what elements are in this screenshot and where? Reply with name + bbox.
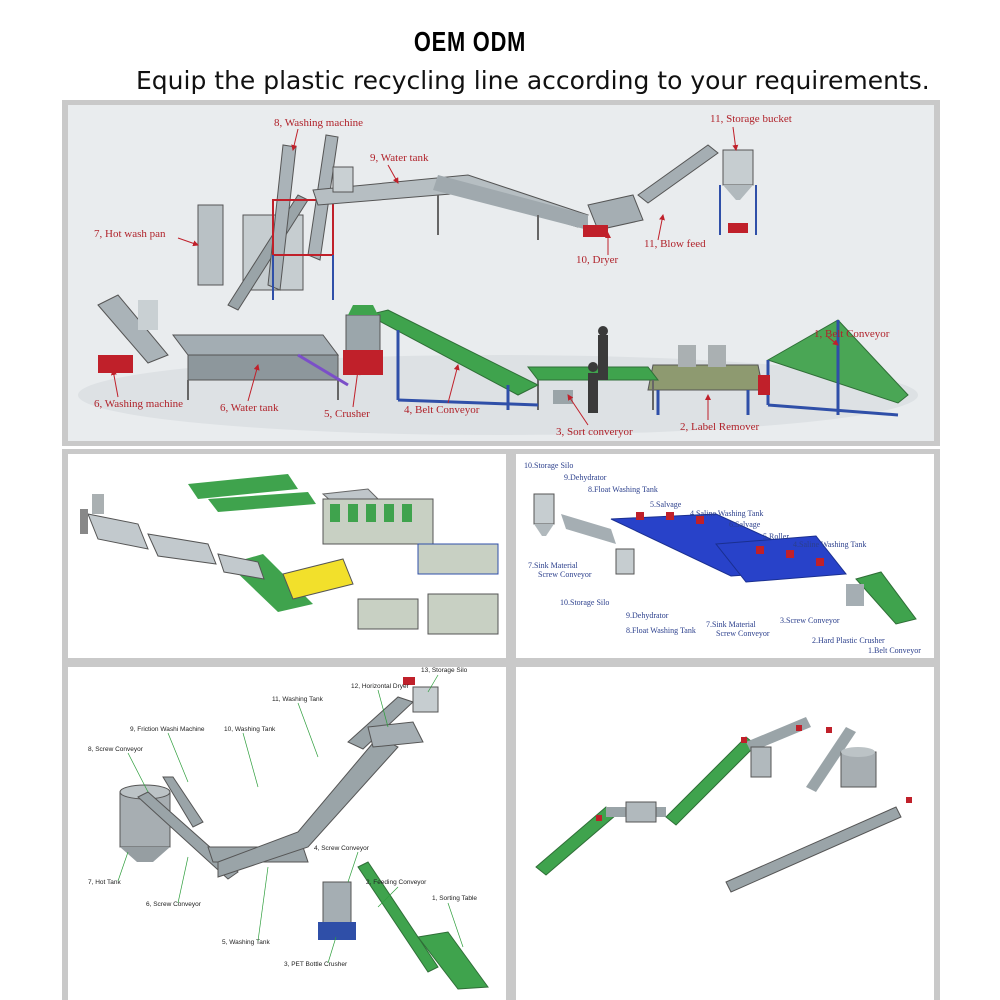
label-crusher: 5, Crusher (324, 408, 370, 420)
water-tank-9 (312, 166, 589, 240)
label-belt-conveyor-1: 1, Belt Conveyor (814, 328, 890, 340)
label-sorting-table: 1, Sorting Table (432, 895, 477, 902)
label-storage-silo-10a: 10.Storage Silo (524, 461, 573, 470)
belt-conveyor-4 (366, 309, 540, 410)
label-blow-feed: 11, Blow feed (644, 238, 706, 250)
label-washing-machine-6: 6, Washing machine (94, 398, 183, 410)
panel-saline-line: 10.Storage Silo 9.Dehydrator 8.Float Was… (516, 454, 934, 658)
pet-conveyors (137, 696, 489, 990)
render-tanks (625, 746, 877, 823)
label-dryer: 10, Dryer (576, 254, 618, 266)
label-belt-conveyor-b1: 1.Belt Conveyor (868, 646, 921, 655)
label-washing-tank-5: 5, Washing Tank (222, 939, 270, 946)
page-subtitle: Equip the plastic recycling line accordi… (136, 66, 930, 95)
label-float-tank-8b: 8.Float Washing Tank (626, 626, 696, 635)
label-screw-conveyor-8: 8, Screw Conveyor (88, 746, 144, 753)
overview-drum (282, 558, 354, 600)
label-sink-conveyor-7a: 7.Sink Material (528, 561, 579, 570)
saline-tanks (610, 512, 847, 583)
sort-conveyor (526, 326, 660, 413)
label-sort-conveyor: 3, Sort converyor (556, 426, 633, 438)
pet-pointer-lines (117, 674, 464, 964)
panel-pet-line: 12, Horizontal Dryer 13, Storage Silo 11… (68, 667, 506, 1000)
label-horizontal-dryer: 12, Horizontal Dryer (351, 683, 410, 690)
label-remover (647, 345, 770, 415)
overview-washers (80, 494, 265, 580)
label-float-tank-8a: 8.Float Washing Tank (588, 485, 658, 494)
dryer (583, 194, 644, 237)
label-sink-conveyor-7a-2: Screw Conveyor (538, 570, 592, 579)
label-label-remover: 2, Label Remover (680, 421, 759, 433)
label-feeding-conveyor: 2, Feeding Conveyor (366, 879, 427, 886)
label-friction-washer: 9, Friction Washi Machine (130, 726, 205, 733)
label-pet-crusher: 3, PET Bottle Crusher (284, 961, 348, 968)
label-water-tank-6: 6, Water tank (220, 402, 279, 414)
page-title: OEM ODM (413, 26, 527, 57)
panel-main-line: 1, Belt Conveyor 2, Label Remover 3, Sor… (68, 105, 934, 441)
label-belt-conveyor-4: 4, Belt Conveyor (404, 404, 480, 416)
label-storage-silo-10b: 10.Storage Silo (560, 598, 609, 607)
label-storage-silo-13: 13, Storage Silo (421, 667, 468, 674)
label-sink-conveyor-7b: 7.Sink Material (706, 620, 757, 629)
label-screw-conveyor-6: 6, Screw Conveyor (146, 901, 202, 908)
label-salvage-6: 6.Salvage (729, 520, 761, 529)
label-washing-tank-10: 10, Washing Tank (224, 726, 276, 733)
label-washing-tank-11: 11, Washing Tank (272, 696, 324, 703)
label-roller-5b: 5.Roller (763, 532, 789, 541)
label-screw-conveyor-4: 4, Screw Conveyor (314, 845, 370, 852)
washing-machine-6 (97, 294, 169, 373)
overview-tanks (322, 498, 499, 635)
label-saline-tank-4b: 4.Saline Washing Tank (793, 540, 866, 549)
label-sink-conveyor-7b-2: Screw Conveyor (716, 629, 770, 638)
crusher (343, 305, 383, 375)
label-washing-machine-8: 8, Washing machine (274, 117, 363, 129)
storage-bucket (637, 144, 757, 235)
saline-belt-conveyor (846, 571, 917, 625)
label-hard-crusher-2: 2.Hard Plastic Crusher (812, 636, 885, 645)
panel-layout-overview (68, 454, 506, 658)
hot-wash-pan (197, 194, 309, 311)
label-salvage-5a: 5.Salvage (650, 500, 682, 509)
saline-silos (533, 493, 635, 575)
pet-dryer-silo (367, 677, 439, 748)
render-conveyors (535, 717, 902, 893)
label-saline-tank-4a: 4.Saline Washing Tank (690, 509, 763, 518)
label-dehydrator-9b: 9.Dehydrator (626, 611, 669, 620)
label-water-tank-9: 9, Water tank (370, 152, 429, 164)
pet-crusher (318, 881, 356, 940)
label-hot-tank: 7, Hot Tank (88, 879, 122, 886)
panel-3d-render (516, 667, 934, 1000)
label-screw-conveyor-3: 3.Screw Conveyor (780, 616, 840, 625)
label-dehydrator-9a: 9.Dehydrator (564, 473, 607, 482)
render-red-motors (596, 725, 912, 821)
water-tank-6 (172, 334, 349, 400)
label-storage-bucket: 11, Storage bucket (710, 113, 792, 125)
label-hot-wash-pan: 7, Hot wash pan (94, 228, 166, 240)
pet-hot-tank (119, 784, 171, 862)
